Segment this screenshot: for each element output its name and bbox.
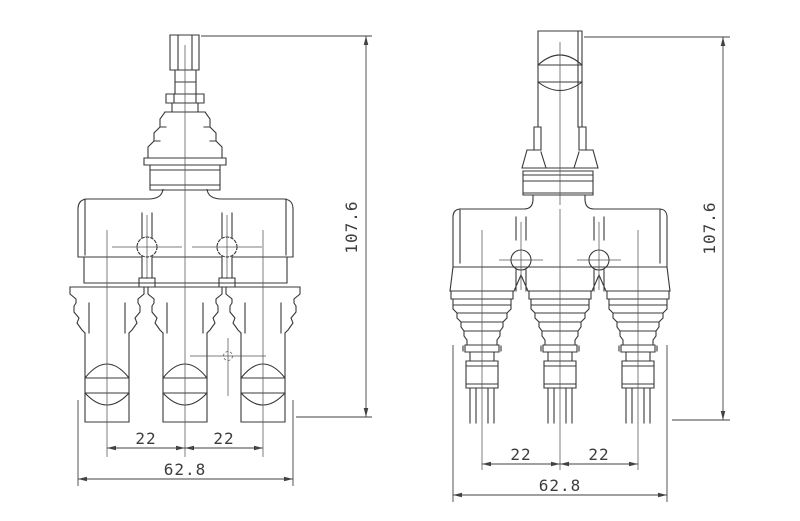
left-height-dim-label: 107.6 (342, 200, 361, 253)
arrow-right-icon (284, 476, 293, 482)
arrow-right-icon (176, 445, 185, 451)
left-dim-height: 107.6 (201, 35, 372, 418)
arrow-up-icon (363, 36, 369, 45)
right-centerlines (481, 42, 639, 470)
left-body (69, 188, 301, 288)
arrow-right-icon (658, 492, 667, 498)
right-cable-gland (521, 126, 599, 200)
right-height-dim-label: 107.6 (700, 201, 719, 254)
left-width-dim-label: 62.8 (164, 460, 207, 479)
right-pitch-dim-label-1: 22 (510, 445, 531, 464)
arrow-left-icon (78, 476, 87, 482)
arrow-right-icon (629, 461, 638, 467)
right-width-dim-label: 62.8 (539, 476, 582, 495)
arrow-right-icon (551, 461, 560, 467)
arrow-left-icon (482, 461, 491, 467)
left-centerlines (106, 45, 266, 457)
arrow-left-icon (185, 445, 194, 451)
left-pitch-dim-label-2: 22 (213, 429, 234, 448)
right-dim-height: 107.6 (584, 36, 730, 421)
arrow-right-icon (254, 445, 263, 451)
left-connector-view: 107.6 22 22 62.8 (69, 34, 372, 486)
arrow-left-icon (560, 461, 569, 467)
left-dim-width: 62.8 (77, 400, 294, 486)
arrow-down-icon (363, 408, 369, 417)
right-connector-view: 107.6 22 22 62.8 (449, 30, 730, 502)
arrow-up-icon (720, 37, 726, 46)
right-dim-width: 62.8 (452, 345, 668, 502)
arrow-left-icon (453, 492, 462, 498)
arrow-left-icon (107, 445, 116, 451)
right-dim-pitch: 22 22 (482, 445, 638, 467)
left-datum-marker (223, 351, 233, 361)
left-dim-pitch: 22 22 (107, 429, 263, 451)
left-pitch-dim-label-1: 22 (135, 429, 156, 448)
right-pitch-dim-label-2: 22 (588, 445, 609, 464)
arrow-down-icon (720, 411, 726, 420)
